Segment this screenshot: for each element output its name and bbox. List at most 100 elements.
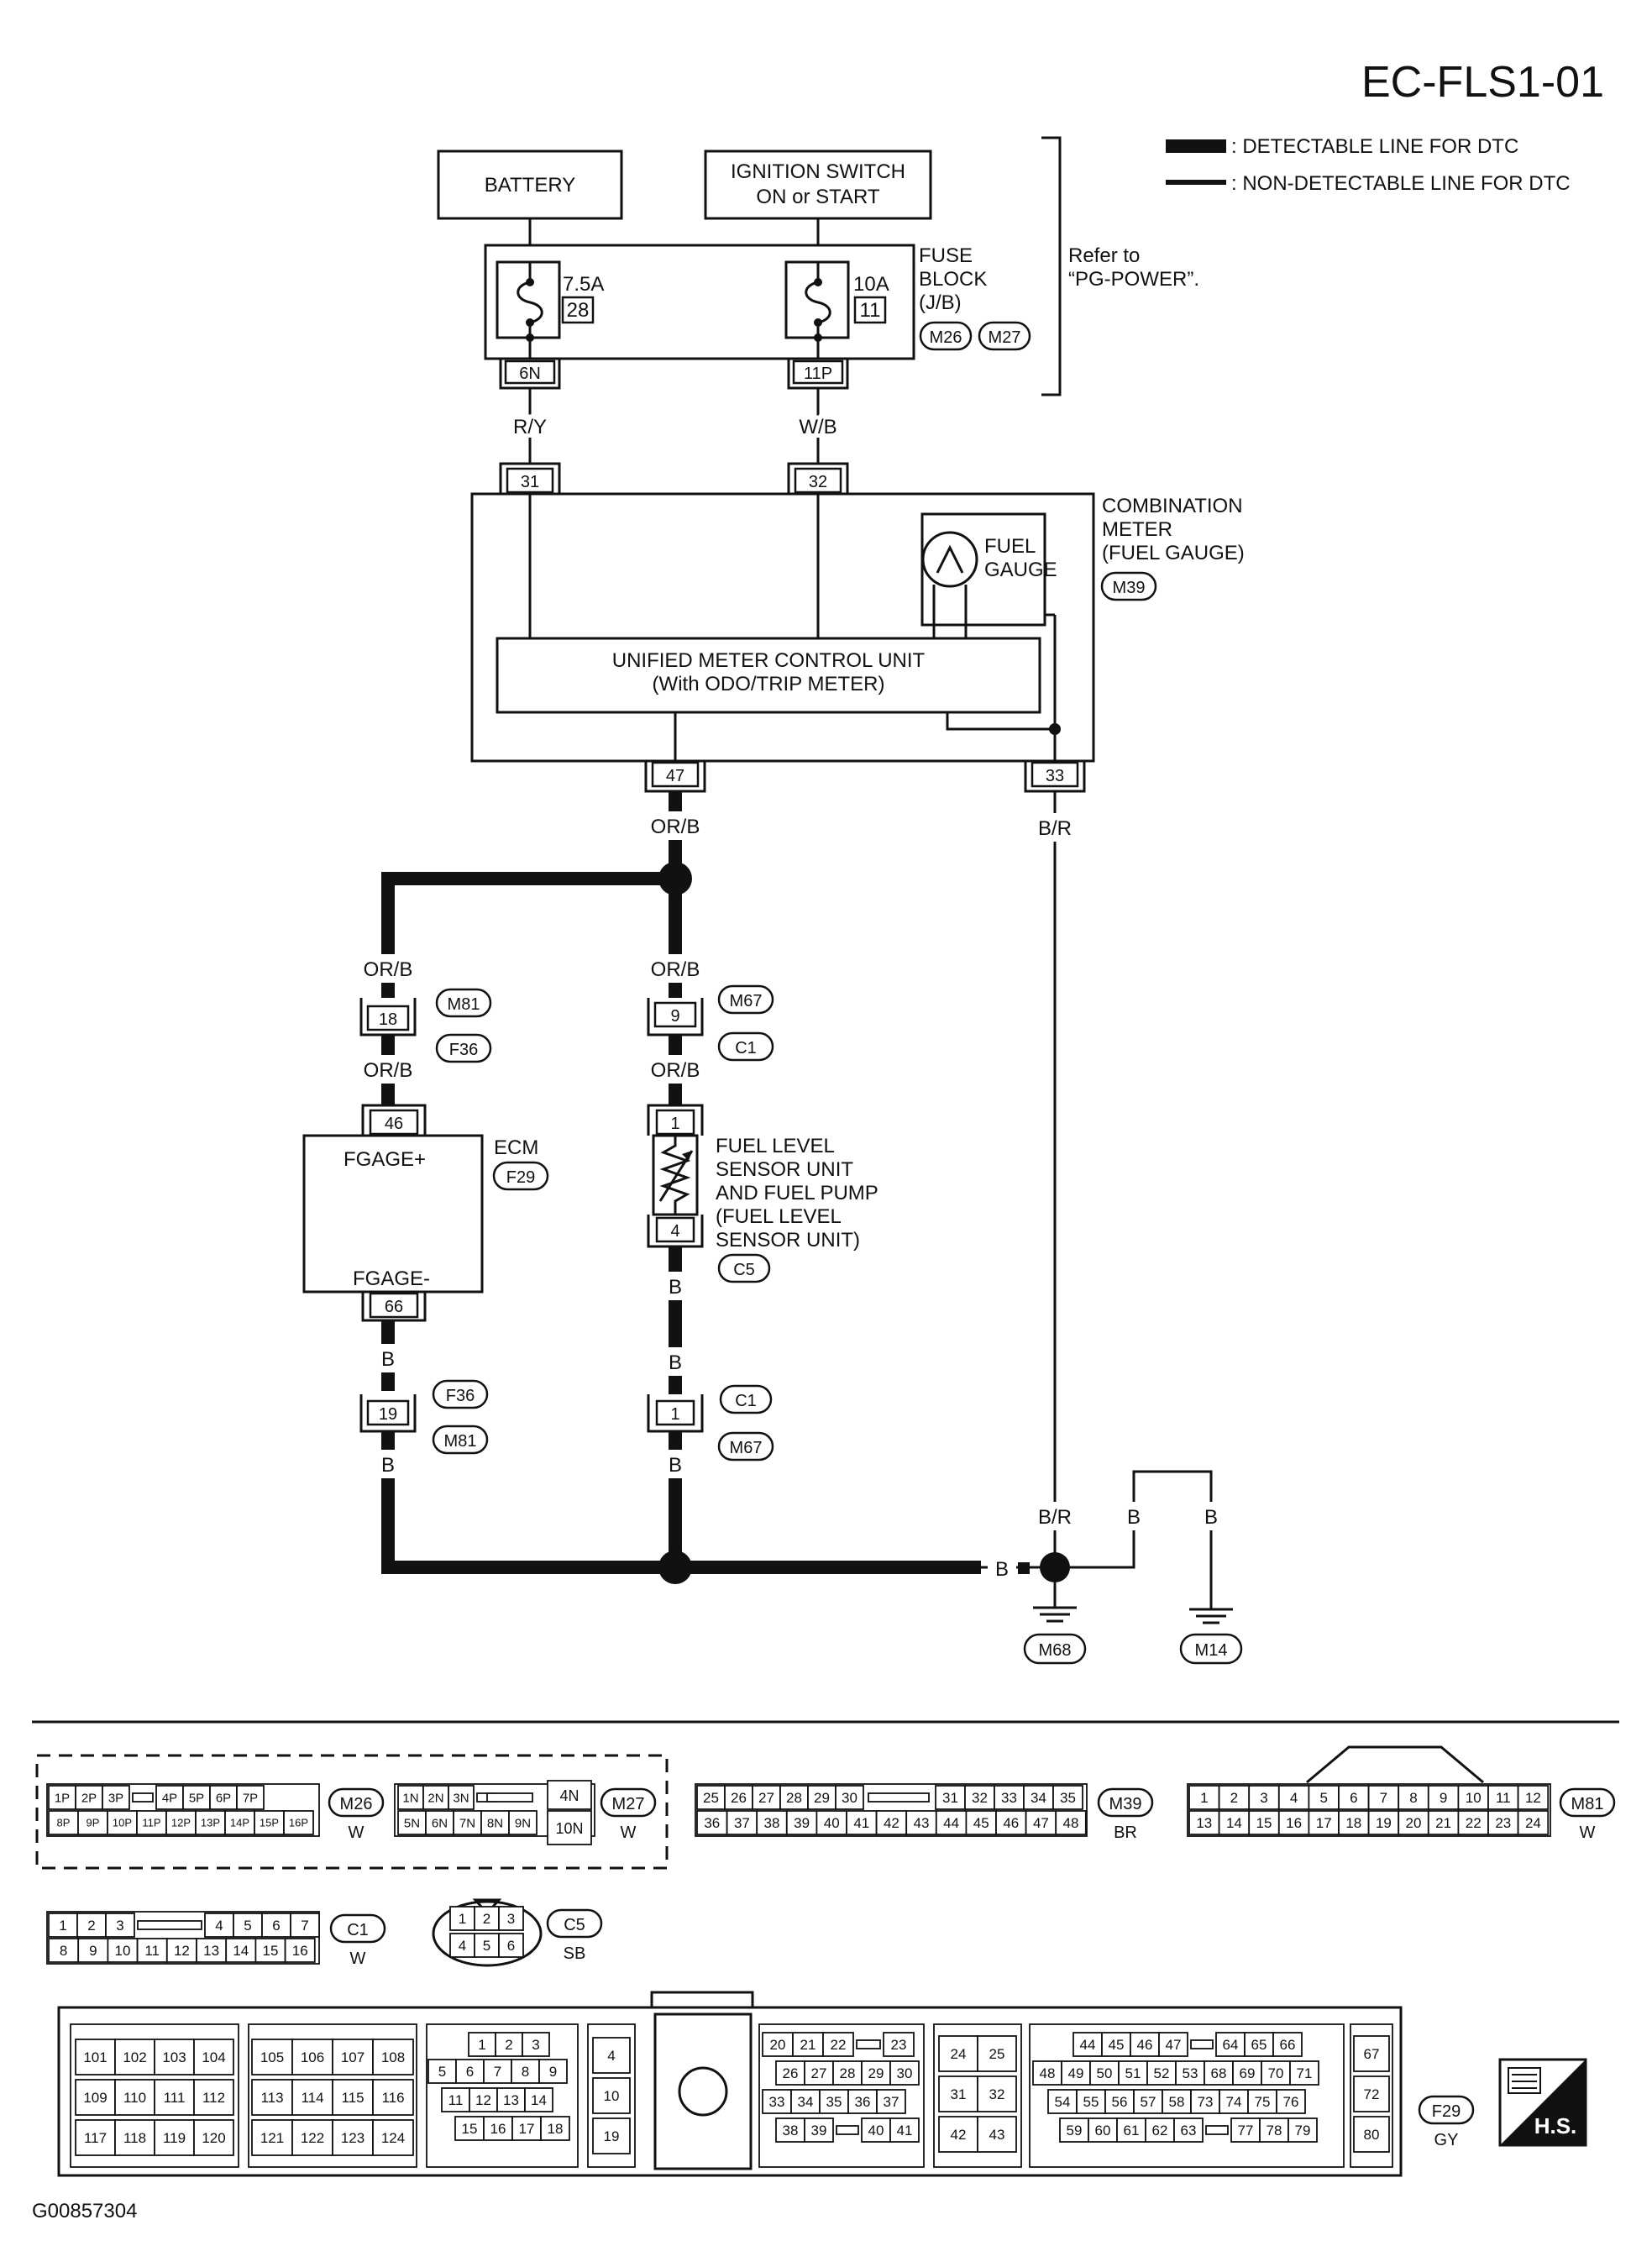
m81-terminal: 7 — [1380, 1790, 1387, 1806]
m81-terminal: 20 — [1406, 1815, 1422, 1831]
c1-terminal: 6 — [272, 1918, 280, 1934]
f29-terminal: 115 — [341, 2090, 364, 2106]
m39-terminal: 29 — [814, 1790, 830, 1806]
f29-terminal: 32 — [989, 2086, 1005, 2102]
f29-terminal: 116 — [381, 2090, 404, 2106]
f29-terminal: 112 — [202, 2090, 225, 2106]
connector-key — [856, 2039, 881, 2049]
c1-cell — [77, 1938, 109, 1963]
svg-text:W/B: W/B — [799, 416, 836, 438]
f29-terminal: 51 — [1125, 2065, 1141, 2081]
f29-cell — [251, 2079, 293, 2116]
m39-terminal: 26 — [731, 1790, 747, 1806]
m81-terminal: 5 — [1319, 1790, 1327, 1806]
f29-terminal: 26 — [783, 2065, 799, 2081]
f29-cell — [762, 2032, 794, 2057]
f29-terminal: 77 — [1238, 2123, 1254, 2138]
f29-cell — [1289, 2060, 1319, 2086]
f29-cell — [291, 2079, 333, 2116]
f29-terminal: 13 — [503, 2092, 519, 2108]
fuse-block-label: FUSE — [919, 244, 973, 267]
c1-cell — [204, 1913, 234, 1938]
meter-pin-33: 33 — [1024, 761, 1086, 793]
f29-terminal: 54 — [1055, 2094, 1071, 2110]
m81-terminal: 18 — [1345, 1815, 1361, 1831]
connector-color: W — [349, 1824, 364, 1842]
f29-cell — [775, 2117, 805, 2143]
svg-text:11: 11 — [860, 299, 881, 322]
c1-terminal: 5 — [244, 1918, 251, 1934]
c1-cell — [48, 1913, 78, 1938]
c1-terminal: 11 — [144, 1943, 160, 1959]
svg-text:19: 19 — [379, 1405, 397, 1424]
f29-terminal: 24 — [951, 2046, 967, 2062]
c5-terminal: 6 — [507, 1938, 515, 1954]
meter-pin-47: 47 — [644, 761, 706, 793]
connector-key — [132, 1792, 154, 1803]
m39-terminal: 37 — [734, 1815, 750, 1831]
f29-cell — [193, 2039, 234, 2075]
c5-terminal: 1 — [459, 1911, 466, 1927]
m39-cell — [724, 1785, 753, 1810]
f29-cell — [455, 2059, 485, 2084]
m81-cell — [1218, 1810, 1251, 1835]
fuse-10a: 10A 11 — [784, 260, 889, 359]
c1-cell — [165, 1938, 197, 1963]
battery-box — [437, 150, 623, 220]
wire-color-or-b-left-top: OR/B — [364, 958, 413, 981]
wire-color-b-center-bottom: B — [669, 1454, 682, 1477]
fuel-gauge-icon — [921, 531, 978, 588]
f29-terminal: 15 — [462, 2121, 478, 2137]
m26-terminal: 3P — [108, 1791, 123, 1805]
f29-terminal: 48 — [1040, 2065, 1056, 2081]
f29-cell — [114, 2079, 155, 2116]
m26-cell — [102, 1785, 130, 1810]
f29-cell — [1276, 2089, 1306, 2114]
svg-text:28: 28 — [567, 299, 590, 322]
f29-terminal: 49 — [1068, 2065, 1084, 2081]
m39-terminal: 42 — [884, 1815, 899, 1831]
f29-cell — [1175, 2060, 1205, 2086]
f29-terminal: 5 — [438, 2064, 446, 2080]
m26-cell — [136, 1810, 167, 1835]
svg-text:SENSOR UNIT): SENSOR UNIT) — [716, 1229, 860, 1252]
f29-cell — [938, 2116, 978, 2153]
f29-cell — [883, 2032, 915, 2057]
m81-terminal: 9 — [1440, 1790, 1447, 1806]
f29-cell — [1272, 2032, 1303, 2057]
refer-text: Refer to — [1068, 244, 1140, 267]
m27-cell — [397, 1785, 424, 1810]
f29-terminal: 16 — [490, 2121, 506, 2137]
f29-cell — [804, 2117, 834, 2143]
f29-cell — [538, 2059, 568, 2084]
c1-terminal: 1 — [59, 1918, 66, 1934]
c1-cell — [290, 1913, 320, 1938]
f29-terminal: 69 — [1240, 2065, 1256, 2081]
fuel-gauge-label: FUEL — [984, 535, 1036, 558]
wire-color-or-b-center-mid: OR/B — [651, 1059, 700, 1082]
svg-text:M81: M81 — [444, 1432, 477, 1451]
f29-terminal: 6 — [466, 2064, 474, 2080]
combination-meter-connector: M39 — [1113, 579, 1146, 597]
m81-cell — [1398, 1810, 1429, 1835]
svg-text:C1: C1 — [735, 1392, 757, 1410]
m27-terminal: 7N — [459, 1816, 475, 1830]
f29-terminal: 55 — [1083, 2094, 1099, 2110]
legend-detectable-swatch — [1166, 139, 1226, 153]
f29-cell — [977, 2035, 1017, 2072]
m26-cell — [77, 1810, 108, 1835]
f29-terminal: 47 — [1166, 2037, 1182, 2053]
m26-cell — [107, 1810, 138, 1835]
f29-cell — [1204, 2060, 1234, 2086]
m39-terminal: 30 — [842, 1790, 857, 1806]
f29-terminal: 9 — [549, 2064, 557, 2080]
svg-text:46: 46 — [385, 1115, 403, 1133]
f29-terminal: 107 — [341, 2049, 364, 2065]
f29-cell — [495, 2032, 523, 2057]
m39-terminal: 40 — [824, 1815, 840, 1831]
f29-terminal: 56 — [1112, 2094, 1128, 2110]
m39-terminal: 28 — [786, 1790, 802, 1806]
f29-terminal: 59 — [1067, 2123, 1083, 2138]
